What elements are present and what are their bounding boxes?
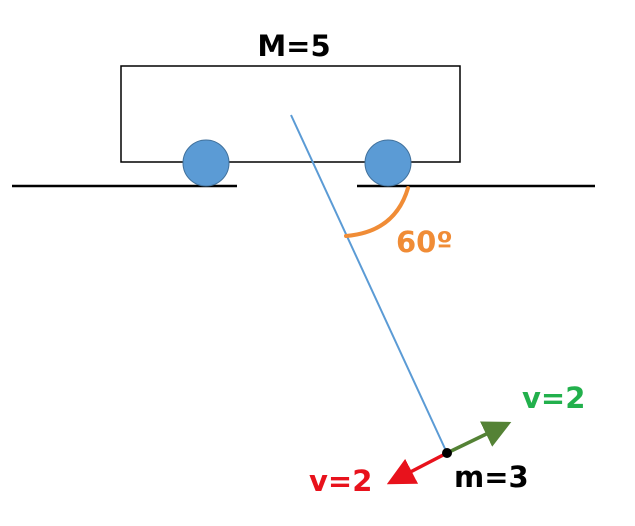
cart-body	[120, 65, 461, 163]
angle-label: 60º	[396, 225, 453, 259]
cart-mass-label: M=5	[257, 29, 330, 63]
red-velocity-arrow	[386, 451, 448, 485]
pendulum-rod	[290, 114, 448, 454]
angle-arc	[344, 186, 410, 238]
cart-wheel-right	[364, 139, 412, 187]
cart-wheel-left	[182, 139, 230, 187]
bob-mass-label: m=3	[454, 460, 529, 494]
pendulum-bob	[442, 448, 452, 458]
red-velocity-label: v=2	[309, 464, 372, 498]
green-velocity-label: v=2	[522, 381, 585, 415]
green-velocity-arrow	[446, 421, 512, 455]
